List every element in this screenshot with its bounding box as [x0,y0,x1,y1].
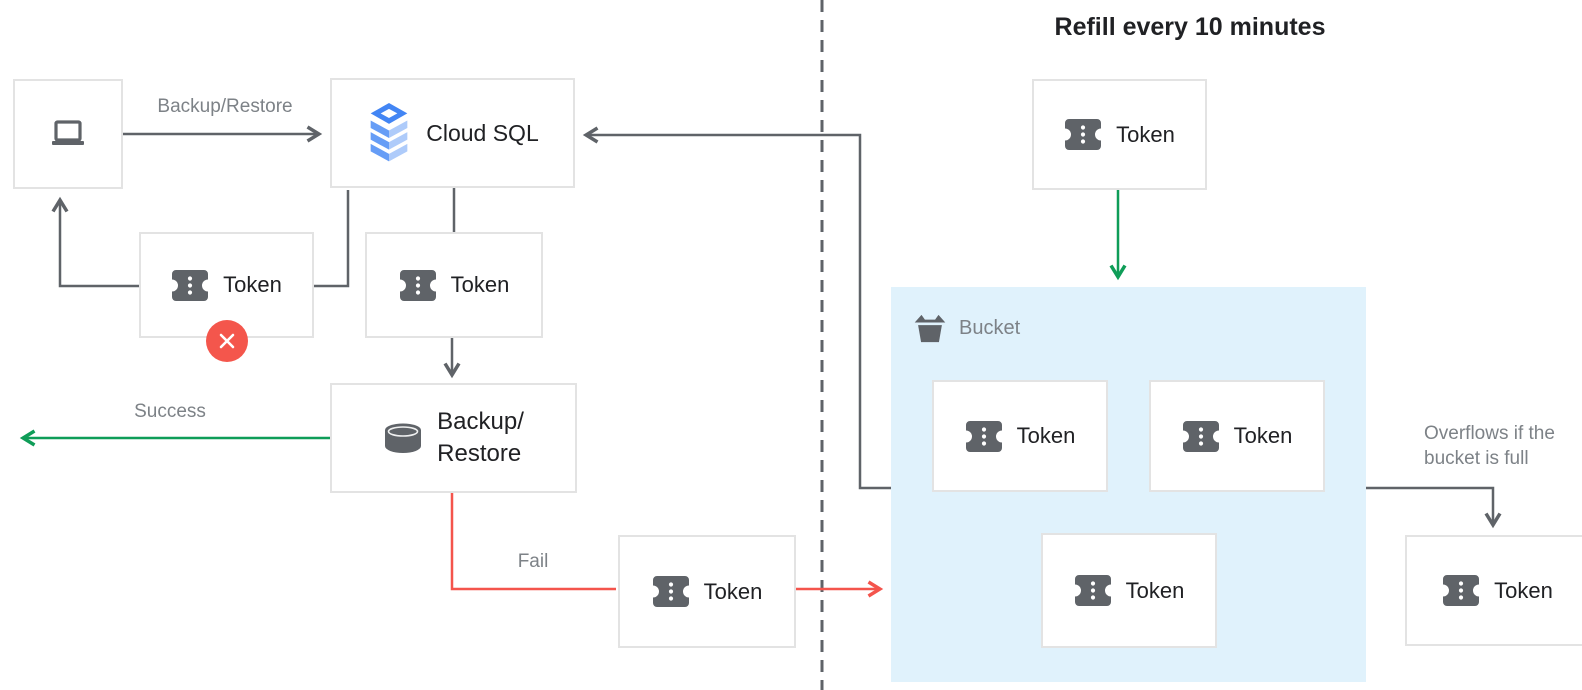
edge-label-fail: Fail [517,551,549,572]
node-backup-restore: Backup/ Restore [330,383,577,493]
edge-token1-to-cloudsql [314,190,350,288]
backup-restore-label: Backup/ Restore [437,406,524,471]
token-icon [1182,420,1220,452]
token-label: Token [1233,423,1293,448]
token-label: Token [703,578,763,604]
diagram-title: Refill every 10 minutes [1054,13,1326,41]
node-token-fail: Token [618,535,796,648]
edge-token1-to-client [51,196,139,288]
node-token-request: Token [365,232,543,338]
token-label: Token [1116,121,1175,147]
rejected-x-badge [206,320,248,362]
token-icon [399,269,437,301]
token-label: Token [1125,577,1185,603]
cloud-sql-icon [366,103,412,163]
token-icon [1074,575,1112,606]
token-icon [1442,575,1480,606]
overflow-line-1: Overflows if the [1424,423,1555,444]
node-client [13,79,123,189]
bucket-label: Bucket [959,317,1021,339]
node-token-bucket-1: Token [932,380,1108,492]
x-icon [219,333,235,349]
edge-label-backup-restore: Backup/Restore [157,96,293,117]
token-label: Token [450,272,510,297]
token-label: Token [1016,423,1076,448]
bucket-header: Bucket [913,312,1020,345]
node-token-refill: Token [1032,79,1207,190]
database-icon [383,422,423,454]
overflow-line-2: bucket is full [1424,448,1529,469]
bucket-icon [913,312,947,345]
node-token-bucket-3: Token [1041,533,1217,648]
edge-fail-to-token [450,493,616,591]
node-token-bucket-2: Token [1149,380,1325,492]
token-label: Token [1494,577,1553,603]
edge-bucket-to-cloudsql [582,126,891,490]
token-icon [1064,119,1102,150]
node-cloud-sql: Cloud SQL [330,78,575,188]
node-token-overflow: Token [1405,535,1582,646]
backup-restore-line1: Backup/ [437,407,524,435]
token-icon [965,420,1003,452]
token-label: Token [223,272,282,297]
backup-restore-line2: Restore [437,440,522,467]
edge-label-overflow: Overflows if the bucket is full [1424,421,1555,471]
token-icon [652,576,690,607]
laptop-icon [51,120,85,148]
cloud-sql-label: Cloud SQL [426,119,539,146]
token-icon [171,269,209,301]
edge-label-success: Success [134,401,206,422]
edge-overflow [1366,486,1502,529]
